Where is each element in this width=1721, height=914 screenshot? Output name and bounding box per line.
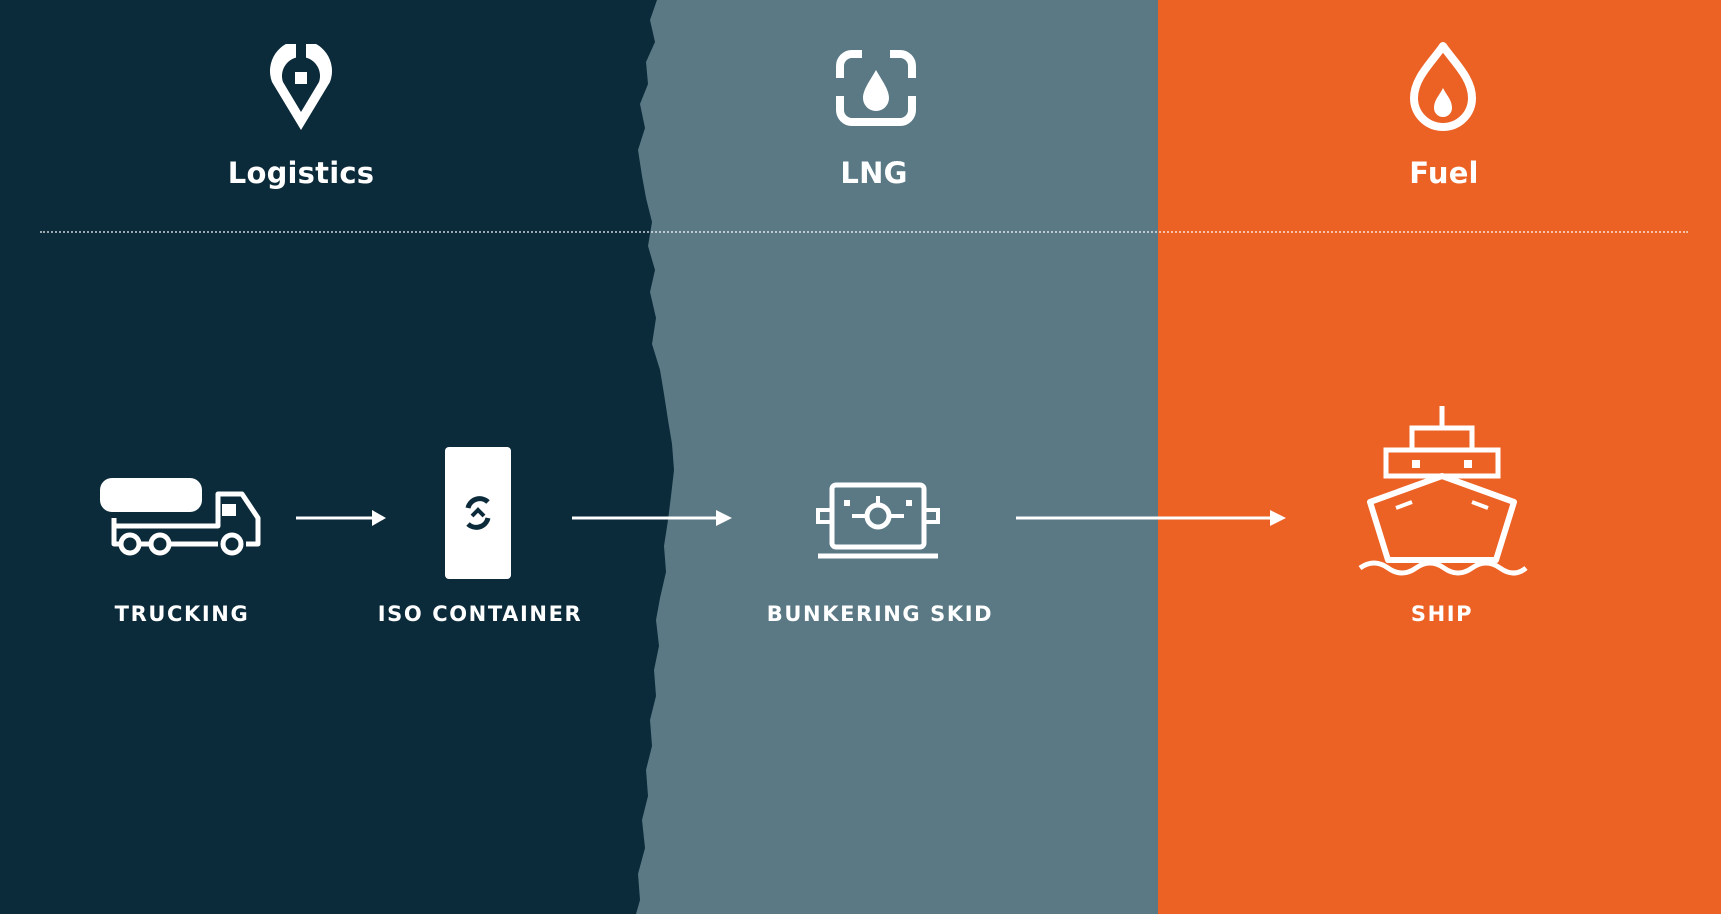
tanker-truck-icon (98, 476, 262, 556)
arrow-right-icon (1016, 508, 1288, 528)
panel-logistics (0, 0, 674, 914)
arrow-right-icon (572, 508, 734, 528)
section-title-lng: LNG (840, 156, 908, 190)
flow-label-trucking: TRUCKING (114, 602, 250, 626)
bunkering-skid-icon (816, 482, 940, 562)
iso-container-icon (444, 446, 512, 580)
map-pin-icon (264, 40, 338, 136)
flow-label-ship: SHIP (1410, 602, 1474, 626)
section-title-fuel: Fuel (1409, 156, 1479, 190)
section-divider (40, 231, 1688, 233)
arrow-right-icon (296, 508, 388, 528)
section-title-logistics: Logistics (227, 156, 375, 190)
lng-tank-drop-icon (836, 46, 916, 126)
flame-drop-icon (1408, 42, 1478, 132)
flow-label-bunkering-skid: BUNKERING SKID (766, 602, 994, 626)
ship-icon (1356, 404, 1528, 580)
flow-label-iso-container: ISO CONTAINER (377, 602, 583, 626)
